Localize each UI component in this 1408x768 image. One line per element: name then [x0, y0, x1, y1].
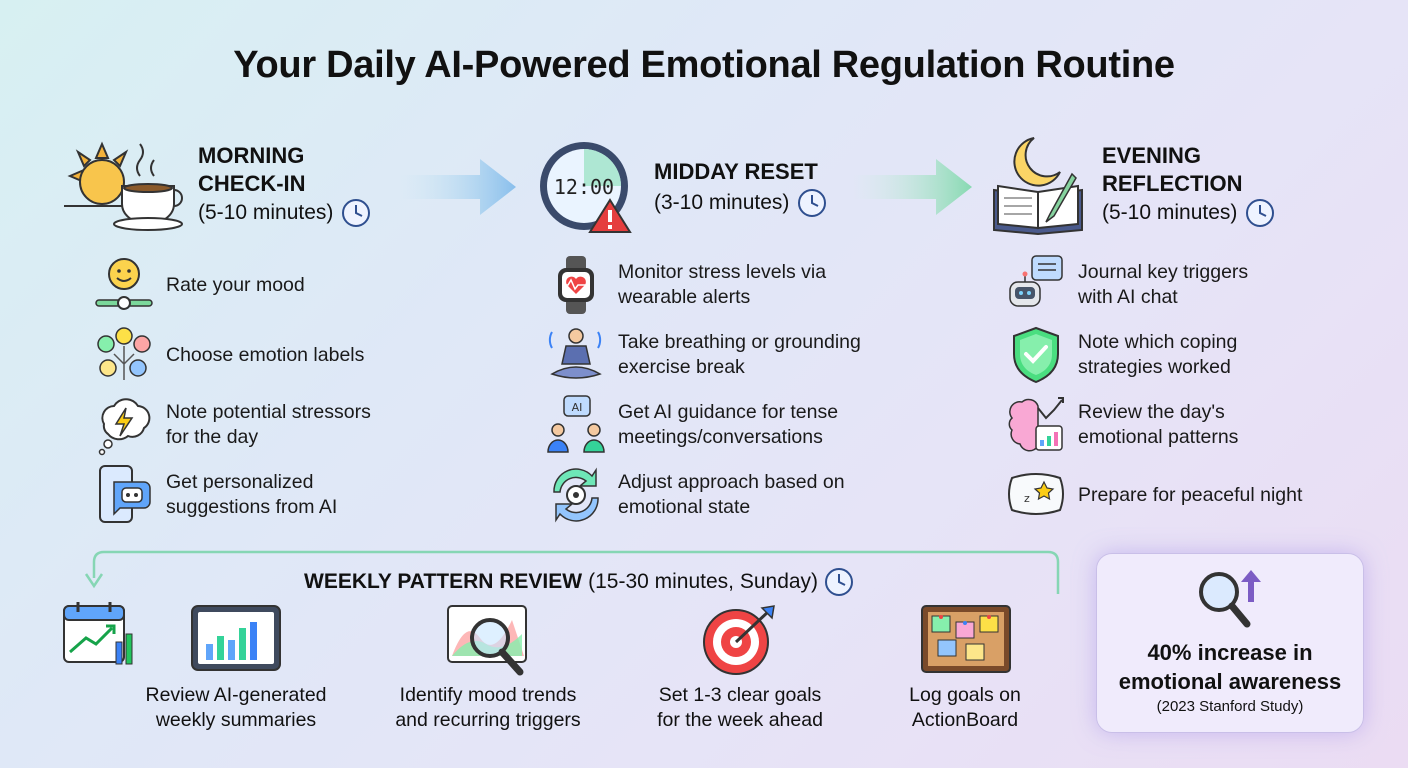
shield-check-icon: [1013, 326, 1059, 384]
weekly-heading: WEEKLY PATTERN REVIEW (15-30 minutes, Su…: [304, 567, 854, 597]
tablet-bar-chart-icon: [191, 605, 281, 671]
clock-icon: [825, 568, 854, 596]
adjust-gear-icon: [553, 467, 599, 523]
morning-duration: (5-10 minutes): [198, 201, 334, 224]
smiley-slider-icon: [95, 258, 153, 310]
arrow-right-icon: [400, 159, 516, 215]
stat-source: (2023 Stanford Study): [1156, 698, 1304, 715]
clock-alert-icon: 12:00: [540, 142, 632, 233]
morning-item: Get personalized suggestions from AI: [94, 464, 337, 526]
evening-item-text: Journal key triggers with AI chat: [1078, 261, 1249, 308]
weekly-item-text: Review AI-generated weekly summaries: [145, 684, 327, 731]
midday-item: Take breathing or grounding exercise bre…: [546, 324, 861, 386]
page-title: Your Daily AI-Powered Emotional Regulati…: [233, 44, 1175, 86]
evening-item-text: Prepare for peaceful night: [1078, 483, 1303, 506]
corkboard-icon: [921, 605, 1011, 673]
midday-duration-row: (3-10 minutes): [654, 188, 827, 218]
weekly-connector-line: [84, 550, 1060, 594]
evening-item: Note which coping strategies worked: [1006, 324, 1237, 386]
pillow-icon: z: [1008, 473, 1064, 515]
midday-item-text: Get AI guidance for tense meetings/conve…: [618, 401, 839, 448]
evening-item-text: Note which coping strategies worked: [1078, 331, 1238, 378]
morning-title: MORNING CHECK-IN: [198, 143, 306, 196]
clock-icon: [342, 199, 371, 227]
midday-item-text: Monitor stress levels via wearable alert…: [618, 261, 827, 308]
midday-item-text: Take breathing or grounding exercise bre…: [618, 331, 861, 378]
weekly-item-text: Set 1-3 clear goals for the week ahead: [657, 684, 823, 731]
moon-journal-icon: [993, 137, 1083, 236]
brain-chart-icon: [1008, 397, 1064, 452]
evening-item-text: Review the day's emotional patterns: [1078, 401, 1239, 448]
morning-item-text: Note potential stressors for the day: [166, 401, 371, 448]
emotion-faces-icon: [97, 327, 151, 380]
robot-chat-icon: [1009, 255, 1063, 307]
midday-item: Monitor stress levels via wearable alert…: [546, 254, 826, 316]
stat-card: 40% increase in emotional awareness (202…: [1096, 553, 1364, 733]
svg-text:z: z: [1024, 492, 1030, 505]
morning-item-text: Choose emotion labels: [166, 343, 365, 366]
meditation-icon: [548, 328, 602, 379]
clock-icon: [798, 189, 827, 217]
evening-item: z Prepare for peaceful night: [1006, 464, 1302, 526]
smartwatch-icon: [558, 256, 594, 314]
weekly-title: WEEKLY PATTERN REVIEW: [304, 570, 583, 593]
svg-text:AI: AI: [572, 401, 583, 414]
lightning-thought-icon: [98, 398, 151, 456]
morning-item-text: Rate your mood: [166, 273, 305, 296]
weekly-item-text: Identify mood trends and recurring trigg…: [395, 684, 581, 731]
evening-item: Review the day's emotional patterns: [1006, 394, 1238, 456]
morning-item-text: Get personalized suggestions from AI: [166, 471, 338, 518]
ai-chat-people-icon: AI: [547, 395, 605, 453]
morning-item: Rate your mood: [94, 254, 305, 316]
phone-robot-icon: [99, 465, 151, 523]
morning-item: Choose emotion labels: [94, 324, 364, 386]
magnifier-chart-icon: [447, 605, 527, 676]
midday-item-text: Adjust approach based on emotional state: [618, 471, 845, 518]
morning-duration-row: (5-10 minutes): [198, 198, 371, 228]
magnifier-arrow-up-icon: [1199, 570, 1261, 628]
arrow-right-icon: [852, 159, 972, 215]
evening-item: Journal key triggers with AI chat: [1006, 254, 1248, 316]
midday-item: Adjust approach based on emotional state: [546, 464, 845, 526]
clock-display: 12:00: [554, 175, 614, 199]
morning-item: Note potential stressors for the day: [94, 394, 371, 456]
target-icon: [703, 605, 775, 675]
clock-icon: [1246, 199, 1275, 227]
midday-duration: (3-10 minutes): [654, 191, 790, 214]
evening-duration: (5-10 minutes): [1102, 201, 1238, 224]
calendar-chart-icon: [63, 602, 133, 665]
evening-duration-row: (5-10 minutes): [1102, 198, 1275, 228]
midday-title: MIDDAY RESET: [654, 159, 818, 184]
midday-item: AI Get AI guidance for tense meetings/co…: [546, 394, 838, 456]
sun-coffee-icon: [64, 141, 183, 231]
weekly-duration: (15-30 minutes, Sunday): [588, 570, 819, 593]
stat-headline: 40% increase in emotional awareness: [1118, 640, 1342, 694]
weekly-item-text: Log goals on ActionBoard: [909, 684, 1021, 731]
evening-title: EVENING REFLECTION: [1102, 143, 1243, 196]
